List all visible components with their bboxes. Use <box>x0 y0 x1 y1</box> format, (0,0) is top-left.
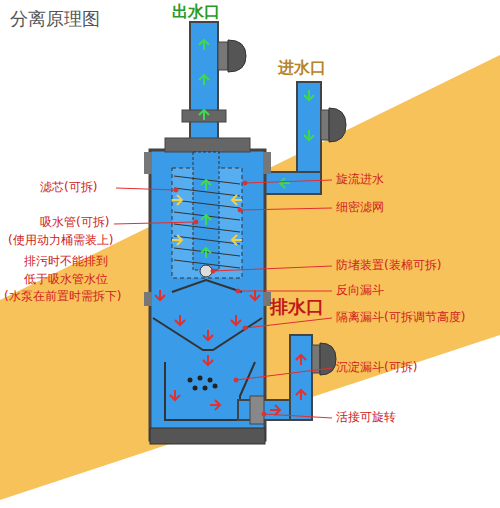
callout-label: 隔离漏斗(可拆调节高度) <box>336 310 465 324</box>
anti-clog-device <box>200 265 212 277</box>
elbow-joint <box>298 173 320 193</box>
flow-arrow <box>199 110 209 120</box>
callout-label: (使用动力桶需装上) <box>8 233 113 247</box>
outlet-valve <box>218 42 228 70</box>
inlet-valve <box>321 110 329 140</box>
union-joint <box>250 396 264 424</box>
inlet-pipe <box>297 82 321 194</box>
reverse-funnel <box>172 280 242 292</box>
flow-arrow <box>231 315 241 325</box>
isolation-funnel <box>153 318 262 350</box>
callout-label: 滤芯(可拆) <box>40 180 97 194</box>
filter-body <box>150 150 265 440</box>
coil-stroke <box>174 236 240 244</box>
top-cap <box>165 138 250 152</box>
flow-arrow <box>201 215 211 225</box>
bottom-cap <box>150 428 265 444</box>
background-band <box>0 55 500 500</box>
flow-arrow <box>270 405 280 415</box>
flow-arrow <box>172 235 182 245</box>
callout-label: 吸水管(可拆) <box>40 215 109 229</box>
callout-label: 防堵装置(装棉可拆) <box>336 258 441 272</box>
callout-label: 旋流进水 <box>336 172 384 186</box>
flow-arrow <box>170 390 180 400</box>
clamp <box>263 292 271 306</box>
callout-label: 出水口 <box>172 2 220 21</box>
drain-valve <box>312 345 320 373</box>
callout-label: 细密滤网 <box>336 200 384 214</box>
flow-arrow <box>296 355 306 365</box>
flow-arrow <box>296 390 306 400</box>
callout-label: 进水口 <box>278 58 326 77</box>
callout-label: 活接可旋转 <box>336 410 396 424</box>
flow-arrow <box>201 248 211 258</box>
clamp <box>144 292 152 306</box>
flow-arrow <box>203 355 213 365</box>
coil-stroke <box>174 224 240 232</box>
flow-arrows <box>155 40 314 415</box>
flow-arrow <box>210 400 220 410</box>
flow-arrow <box>232 195 242 205</box>
flow-arrow <box>304 90 314 100</box>
flow-arrow <box>203 330 213 340</box>
sediment-holes <box>188 376 218 391</box>
flow-arrow <box>155 290 165 300</box>
clamp <box>263 152 271 174</box>
flow-arrow <box>199 40 209 50</box>
coil-stroke <box>174 200 240 208</box>
clamp <box>144 152 152 174</box>
suction-tube <box>193 152 219 270</box>
callout-label: 排污时不能排到 低于吸水管水位 <box>24 252 116 288</box>
inlet-valve-knob <box>329 108 346 142</box>
outlet-pipe <box>190 22 218 147</box>
drain-riser <box>290 335 312 420</box>
flow-arrow <box>172 195 182 205</box>
flow-arrow <box>199 75 209 85</box>
leader-lines <box>114 180 332 418</box>
flow-arrow <box>304 130 314 140</box>
drain-pipe <box>238 400 310 420</box>
callout-label: (水泵在前置时需拆下) <box>4 289 121 303</box>
outlet-valve-knob <box>228 40 246 72</box>
flow-arrow <box>280 178 290 188</box>
callout-label: 反向漏斗 <box>336 283 384 297</box>
callout-label: 排水口 <box>270 296 324 318</box>
outlet-fitting <box>182 110 226 122</box>
diagram-title: 分离原理图 <box>10 8 100 30</box>
flow-arrow <box>232 235 242 245</box>
callout-label: 沉淀漏斗(可拆) <box>336 360 417 374</box>
flow-arrow <box>201 180 211 190</box>
drain-valve-knob <box>320 343 336 375</box>
flow-arrow <box>175 315 185 325</box>
